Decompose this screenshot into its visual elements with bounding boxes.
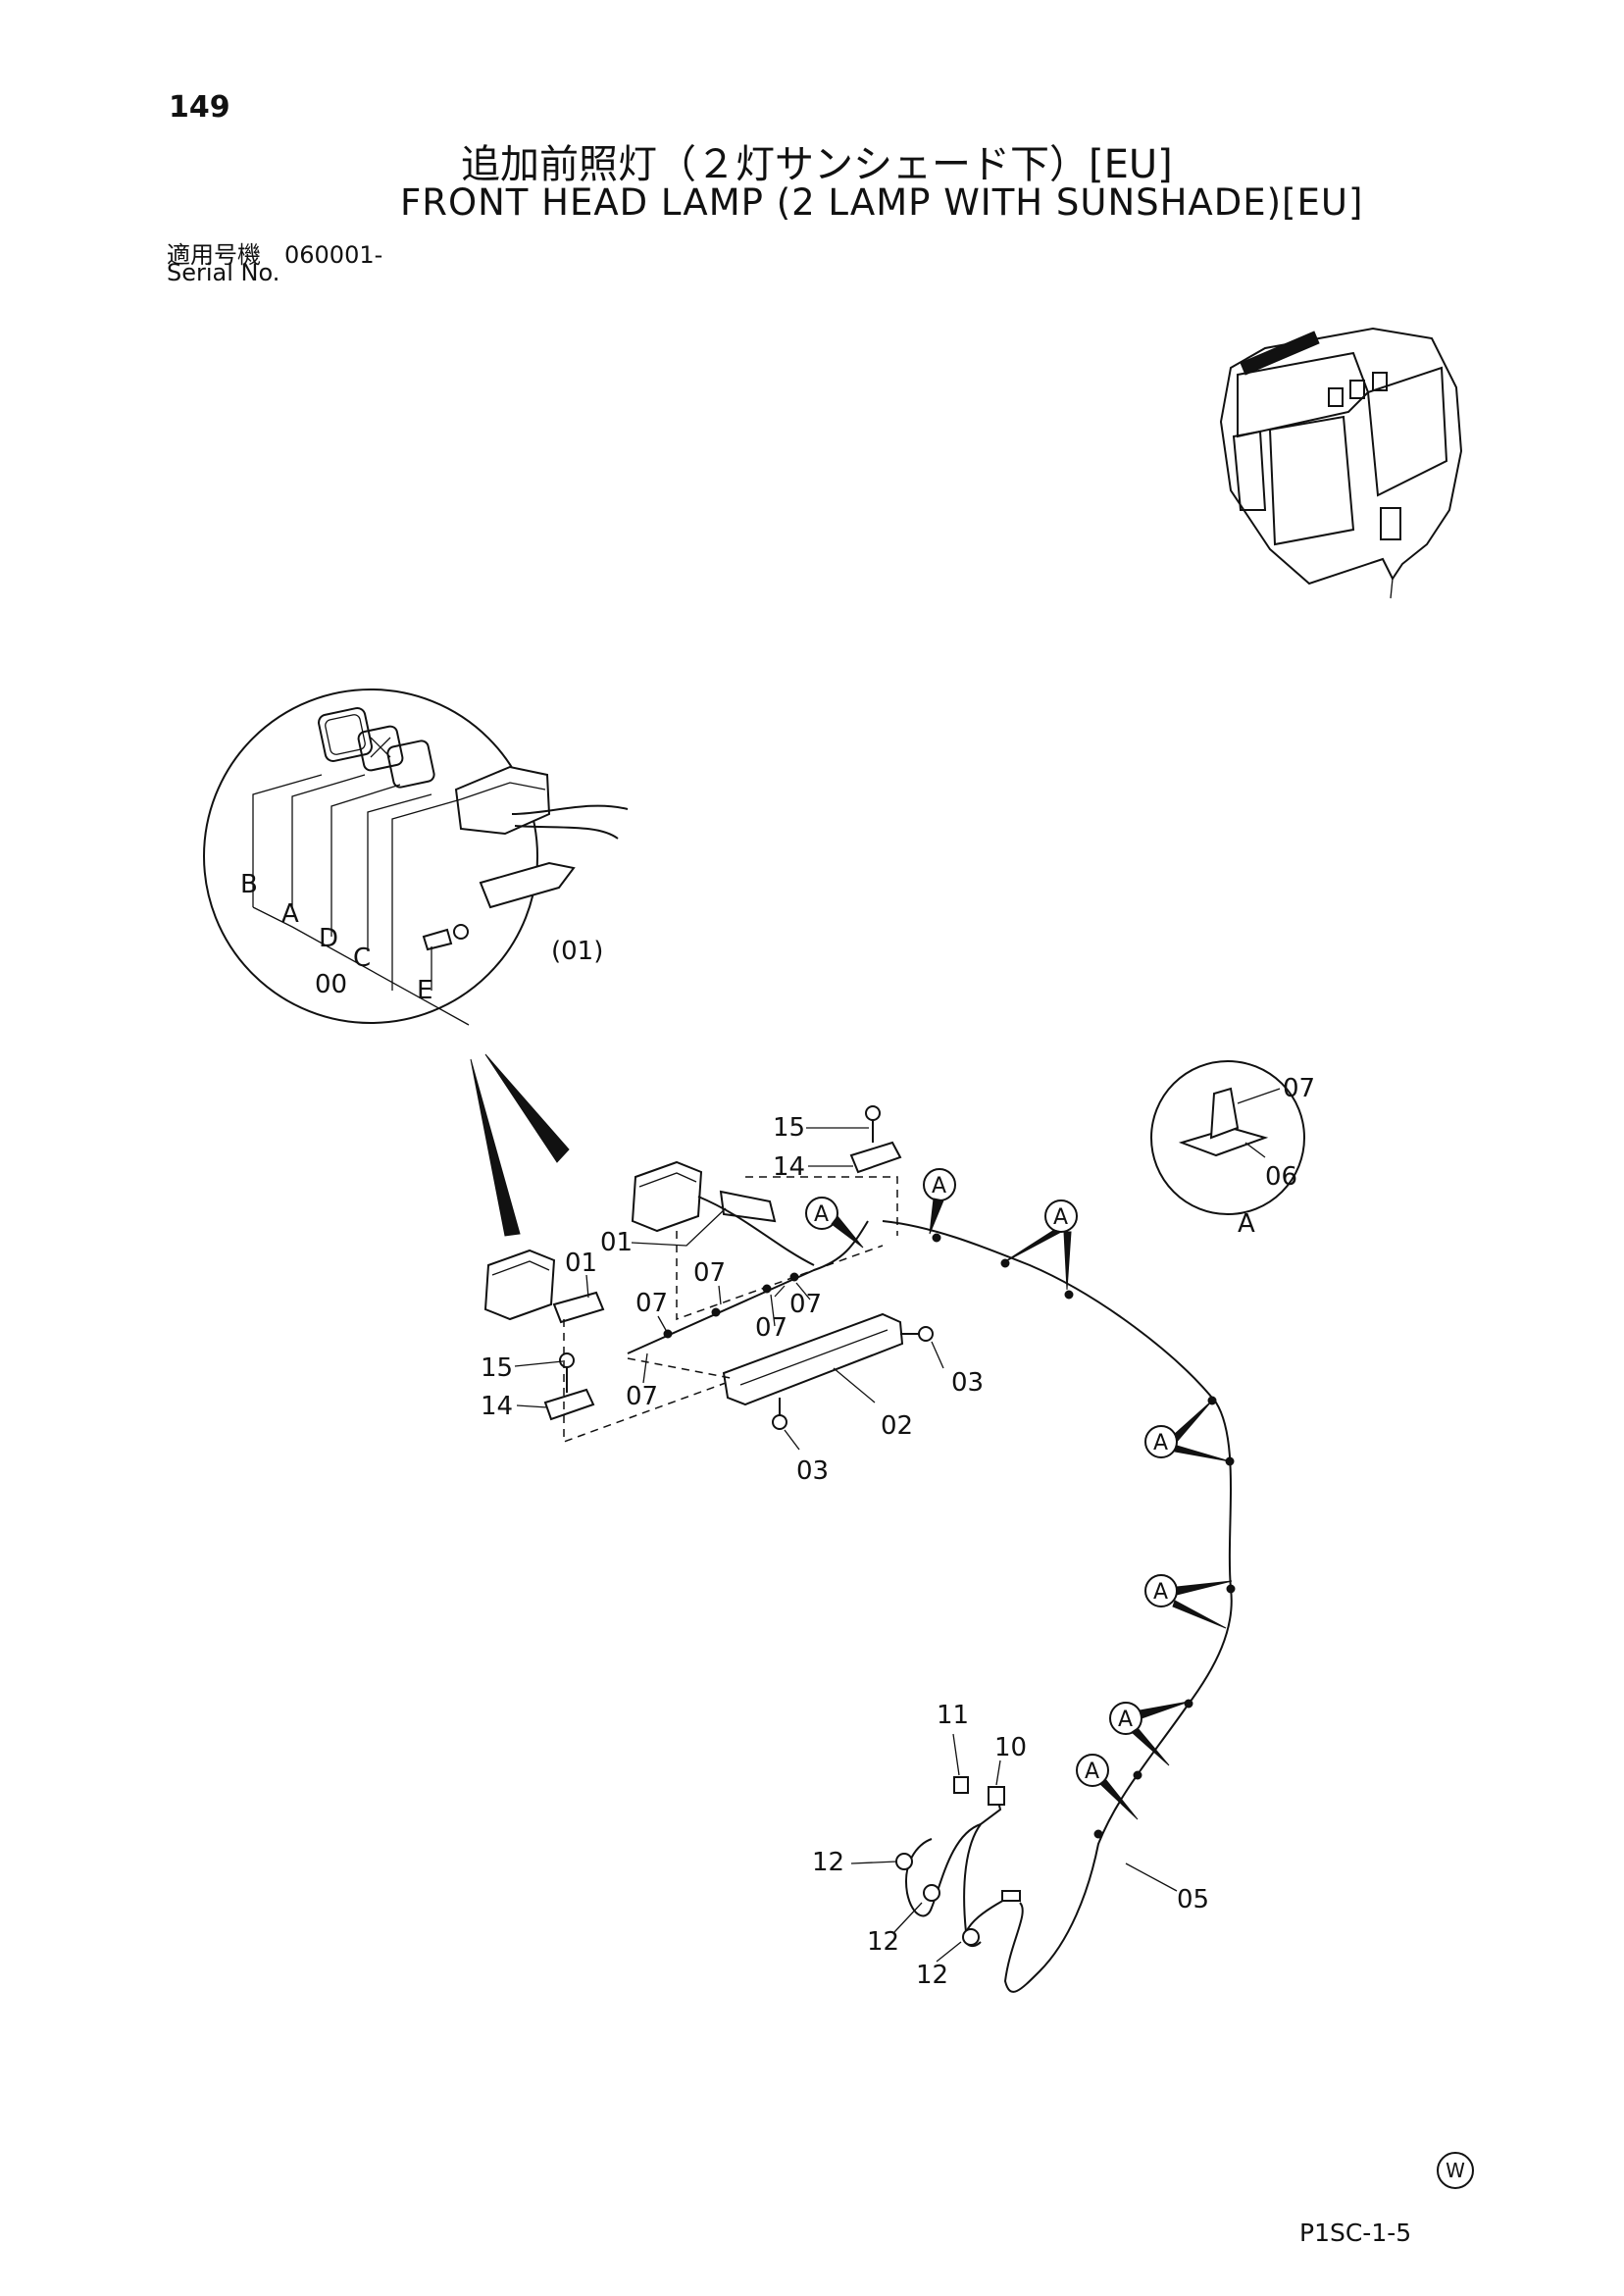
part-labels: 15 14 01 01 07 07 07 07 07 15 14 03 02 0… <box>481 1113 1209 1990</box>
detail-letter-a: A <box>281 899 299 929</box>
wire-harness <box>882 1220 1233 1993</box>
svg-text:A: A <box>1153 1580 1168 1605</box>
front-lamp-lower <box>483 1249 556 1321</box>
part-03-lower: 03 <box>796 1456 829 1486</box>
serial-label-japanese: 適用号機 060001- <box>167 241 383 269</box>
watermark-symbol: W <box>1437 2152 1474 2189</box>
part-12-c: 12 <box>916 1961 948 1990</box>
part-15-upper: 15 <box>773 1113 805 1143</box>
lamp-detail-view <box>203 689 629 1237</box>
stay-plate <box>722 1312 904 1406</box>
svg-text:A: A <box>932 1174 946 1199</box>
part-01-upper: 01 <box>600 1228 633 1257</box>
part-leaders <box>514 1127 1178 1963</box>
callout-a-2: A <box>923 1168 956 1235</box>
part-14-lower: 14 <box>481 1392 513 1421</box>
part-14-upper: 14 <box>773 1152 805 1182</box>
part-02: 02 <box>881 1411 913 1441</box>
callout-a-6: A <box>1109 1701 1190 1766</box>
part-01-lower: 01 <box>565 1249 597 1278</box>
title-japanese: 追加前照灯（２灯サンシェード下）[EU] <box>461 142 1173 187</box>
clamp-part-07: 07 <box>1283 1074 1315 1103</box>
drawing-code: P1SC-1-5 <box>1299 2219 1412 2247</box>
svg-text:A: A <box>1085 1760 1099 1784</box>
clamp-part-06: 06 <box>1265 1162 1297 1192</box>
part-11: 11 <box>937 1701 969 1730</box>
detail-part-ref: (01) <box>551 937 603 966</box>
part-07-e: 07 <box>626 1382 658 1411</box>
callout-a-7: A <box>1076 1754 1139 1820</box>
serial-label-english: Serial No. <box>167 259 280 286</box>
svg-text:A: A <box>1118 1708 1133 1732</box>
callout-a-3: A <box>1001 1199 1078 1291</box>
title-english: FRONT HEAD LAMP (2 LAMP WITH SUNSHADE)[E… <box>400 181 1364 224</box>
part-12-a: 12 <box>812 1848 844 1877</box>
svg-text:A: A <box>1153 1431 1168 1455</box>
page-number: 149 <box>169 90 230 125</box>
callout-markers: A A A A A A <box>805 1168 1233 1820</box>
detail-letter-b: B <box>240 870 258 899</box>
part-05: 05 <box>1177 1885 1209 1914</box>
callout-a-5: A <box>1144 1574 1233 1629</box>
part-12-b: 12 <box>867 1927 899 1957</box>
part-07-c: 07 <box>789 1290 822 1319</box>
part-03-right: 03 <box>951 1368 984 1398</box>
bracket-lower <box>552 1291 605 1324</box>
svg-text:A: A <box>1053 1205 1068 1230</box>
callout-a-1: A <box>805 1197 864 1249</box>
part-07-b: 07 <box>635 1289 668 1318</box>
clamp-view-label: A <box>1238 1209 1255 1239</box>
detail-letter-c: C <box>353 944 371 973</box>
part-15-lower: 15 <box>481 1353 513 1383</box>
part-07-a: 07 <box>693 1258 726 1288</box>
front-lamp-upper <box>631 1160 703 1233</box>
detail-pointer <box>484 1053 570 1163</box>
detail-letter-d: D <box>319 924 338 953</box>
part-10: 10 <box>994 1733 1027 1762</box>
svg-text:A: A <box>814 1202 829 1227</box>
detail-letter-labels: B A D C 00 E (01) <box>240 870 603 1005</box>
clamp-detail-view: 07 06 A <box>1150 1060 1315 1239</box>
detail-letter-e: E <box>417 976 432 1005</box>
part-07-d: 07 <box>755 1313 787 1343</box>
connector-10 <box>988 1786 1005 1806</box>
detail-set-number: 00 <box>315 970 347 999</box>
connector-11 <box>953 1776 969 1794</box>
cab-overview <box>1219 327 1463 599</box>
callout-a-4: A <box>1144 1400 1231 1462</box>
bracket-upper <box>719 1190 777 1223</box>
lamp-assembly <box>483 1105 1236 1993</box>
